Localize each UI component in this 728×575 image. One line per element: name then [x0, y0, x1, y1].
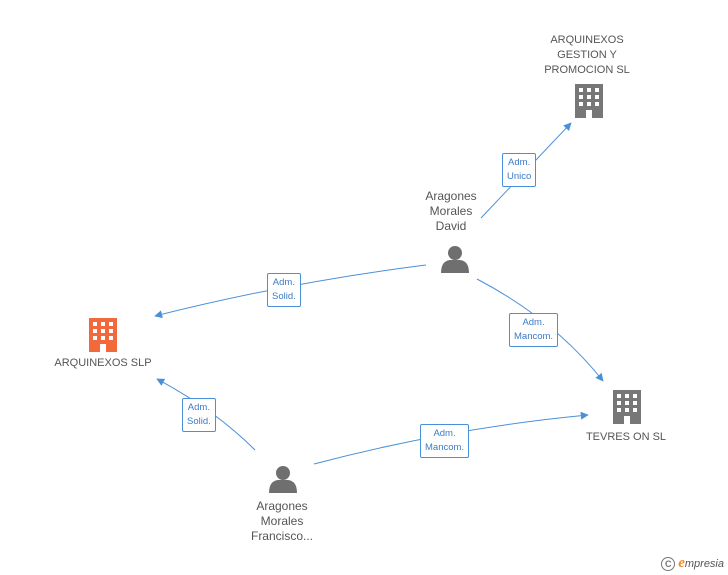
edge-label-adm-unico[interactable]: Adm. Unico	[502, 153, 537, 187]
edge-label-adm-solid-francisco[interactable]: Adm. Solid.	[182, 398, 216, 432]
node-label-aragones-david[interactable]: Aragones Morales David	[425, 189, 477, 233]
empresia-logo[interactable]: C e mpresia	[661, 555, 724, 572]
edge-label-adm-mancom-francisco[interactable]: Adm. Mancom.	[420, 424, 470, 458]
edge-label-adm-solid-david[interactable]: Adm. Solid.	[267, 273, 301, 307]
building-icon[interactable]	[613, 390, 641, 424]
node-label-aragones-francisco[interactable]: Aragones Morales Francisco...	[250, 499, 313, 543]
building-icon[interactable]	[575, 84, 603, 118]
copyright-icon: C	[661, 556, 676, 571]
person-icon[interactable]	[269, 466, 297, 493]
node-label-arquinexos-slp[interactable]: ARQUINEXOS SLP	[54, 357, 152, 369]
logo-initial: e	[678, 555, 685, 571]
node-label-arquinexos-gestion[interactable]: ARQUINEXOS GESTION Y PROMOCION SL	[544, 34, 630, 76]
building-icon[interactable]	[89, 318, 117, 352]
person-icon[interactable]	[441, 246, 469, 273]
logo-text: mpresia	[684, 557, 724, 570]
node-label-tevres-on[interactable]: TEVRES ON SL	[585, 431, 667, 443]
edge-label-adm-mancom-david[interactable]: Adm. Mancom.	[509, 313, 559, 347]
